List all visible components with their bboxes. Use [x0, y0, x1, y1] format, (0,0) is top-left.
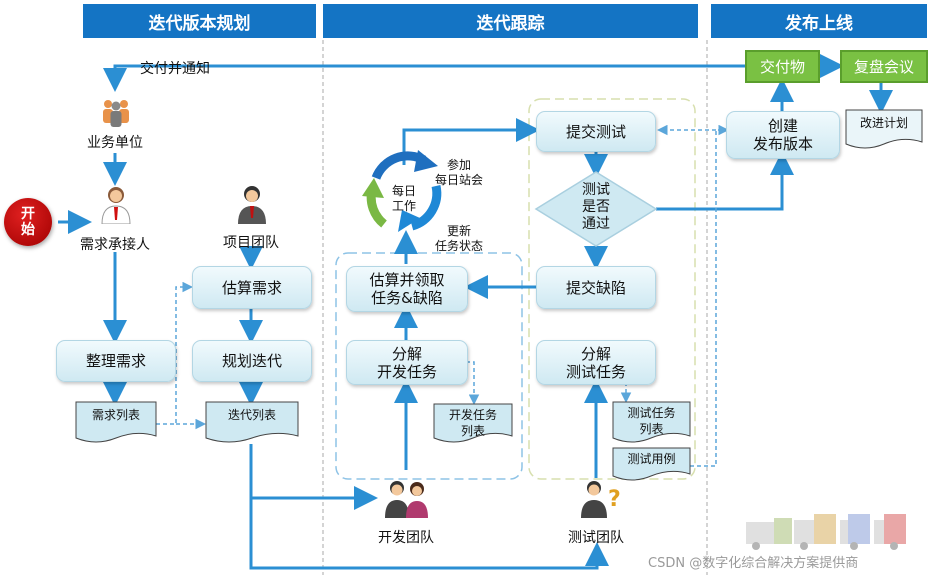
test-team-icon: ?	[581, 481, 621, 518]
deliverable-box: 交付物	[745, 50, 820, 83]
requirement-list-shape	[75, 401, 157, 443]
svg-text:?: ?	[608, 487, 621, 512]
requirement-receiver-icon	[101, 187, 131, 224]
test-cases-shape	[612, 447, 691, 481]
decompose-test-task-box: 分解 测试任务	[536, 340, 656, 385]
create-release-box: 创建 发布版本	[726, 111, 840, 159]
test-team-label: 测试团队	[568, 530, 624, 546]
start-node: 开 始	[4, 198, 52, 246]
estimate-requirements-box: 估算需求	[192, 266, 312, 309]
sort-requirements-box: 整理需求	[56, 340, 176, 382]
iteration-list-doc: 迭代列表	[227, 408, 276, 422]
header-iteration-tracking: 迭代跟踪	[323, 4, 698, 38]
update-status-label: 更新 任务状态	[434, 224, 483, 253]
join-standup-label: 参加 每日站会	[434, 158, 483, 187]
submit-defect-box: 提交缺陷	[536, 266, 656, 309]
iteration-list-shape	[205, 401, 299, 443]
dev-task-list-doc: 开发任务 列表	[448, 408, 497, 438]
daily-work-label: 每日 工作	[391, 184, 416, 213]
project-team-label: 项目团队	[223, 235, 279, 251]
test-pass-decision: 测试 是否 通过	[582, 182, 610, 232]
plan-iteration-box: 规划迭代	[192, 340, 312, 382]
business-unit-icon	[103, 100, 129, 127]
estimate-claim-box: 估算并领取 任务&缺陷	[346, 266, 468, 312]
trucks-watermark-icon	[746, 514, 906, 550]
requirement-receiver-label: 需求承接人	[80, 237, 150, 253]
dev-team-icon	[385, 481, 428, 518]
business-unit-label: 业务单位	[87, 135, 143, 151]
test-group-frame	[528, 98, 696, 480]
requirement-list-doc: 需求列表	[91, 408, 140, 422]
test-cases-doc: 测试用例	[627, 452, 676, 466]
test-task-list-shape	[612, 401, 691, 443]
test-task-list-doc: 测试任务 列表	[627, 406, 676, 436]
dev-group-frame	[335, 252, 523, 480]
watermark: CSDN @数字化综合解决方案提供商	[648, 556, 859, 571]
review-meeting-box: 复盘会议	[840, 50, 928, 83]
decision-diamond-shape	[534, 171, 658, 247]
dev-task-list-shape	[433, 403, 513, 443]
project-team-icon	[238, 186, 266, 224]
deliver-notify-label: 交付并通知	[140, 61, 210, 77]
decompose-dev-task-box: 分解 开发任务	[346, 340, 468, 385]
header-iteration-planning: 迭代版本规划	[83, 4, 316, 38]
improvement-plan-doc: 改进计划	[859, 116, 908, 130]
daily-work-cycle-icon	[362, 150, 442, 232]
header-release: 发布上线	[711, 4, 927, 38]
improvement-plan-shape	[845, 109, 923, 149]
submit-test-box: 提交测试	[536, 111, 656, 152]
dev-team-label: 开发团队	[378, 530, 434, 546]
